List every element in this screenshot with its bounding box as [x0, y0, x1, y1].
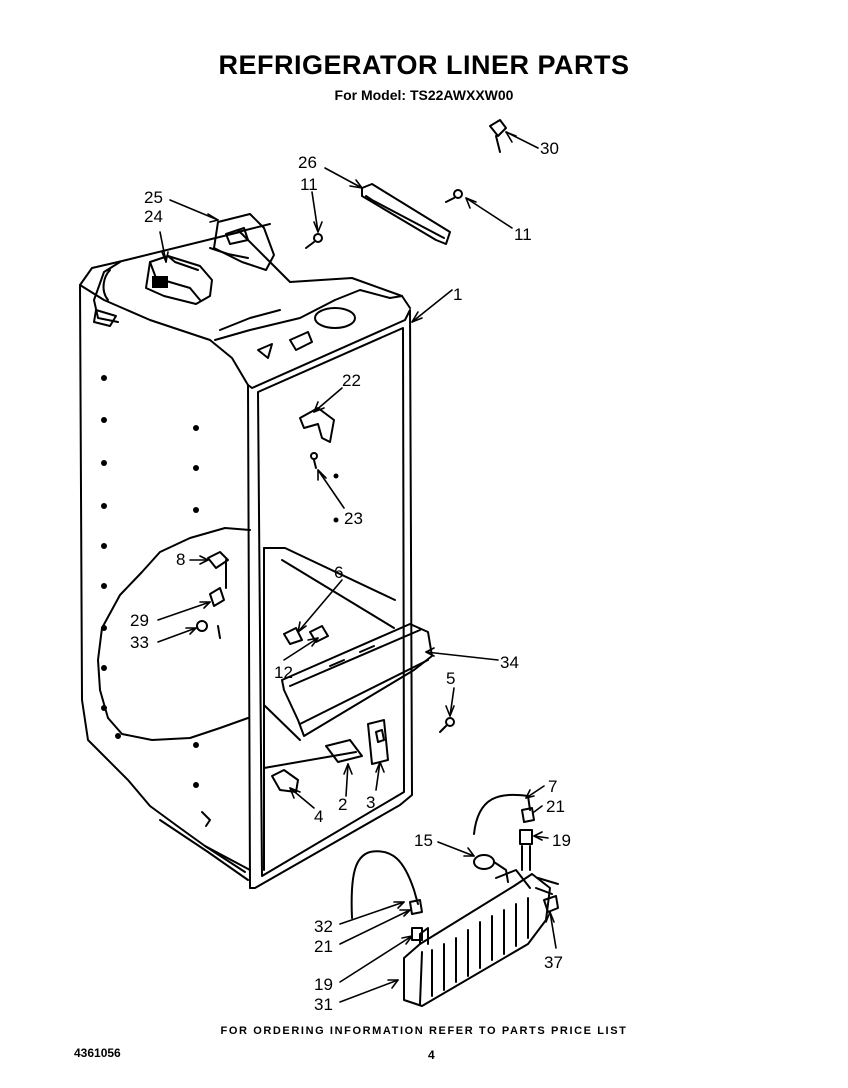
ordering-note: FOR ORDERING INFORMATION REFER TO PARTS … — [220, 1025, 628, 1037]
callout-33: 33 — [130, 633, 149, 652]
leader-lines — [157, 131, 557, 1003]
callout-19-left: 19 — [314, 975, 333, 994]
cover-34 — [281, 623, 433, 737]
liner-body — [79, 231, 413, 889]
callout-29: 29 — [130, 611, 149, 630]
callout-4: 4 — [314, 807, 323, 826]
fastener-8 — [207, 551, 229, 569]
bracket-3 — [367, 719, 389, 765]
grommet-33 — [196, 620, 221, 639]
part-15 — [473, 854, 509, 883]
callout-24: 24 — [144, 207, 163, 226]
control-housing-24 — [93, 255, 213, 327]
callout-31: 31 — [314, 995, 333, 1014]
retainer-12 — [283, 627, 303, 645]
callout-30: 30 — [540, 139, 559, 158]
screw-11-left — [305, 233, 323, 249]
callout-7: 7 — [548, 777, 557, 796]
model-subtitle: For Model: TS22AWXXW00 — [334, 87, 514, 103]
callout-11-left: 11 — [300, 175, 318, 194]
callout-21-right: 21 — [546, 797, 565, 816]
bracket-2 — [325, 739, 363, 763]
nut-21-left — [409, 899, 423, 915]
nut-21-right — [521, 807, 535, 823]
callout-8: 8 — [176, 550, 185, 569]
support-rail-26 — [361, 183, 451, 245]
callout-23: 23 — [344, 509, 363, 528]
connector-19-left — [411, 927, 423, 941]
screw-23 — [310, 452, 318, 469]
connector-19-right — [519, 829, 533, 871]
bracket-25 — [209, 213, 275, 271]
callout-34: 34 — [500, 653, 519, 672]
document-number: 4361056 — [74, 1046, 121, 1060]
bracket-22 — [299, 407, 335, 443]
clip-30 — [489, 119, 507, 153]
callout-5: 5 — [446, 669, 455, 688]
callout-26: 26 — [298, 153, 317, 172]
callout-15: 15 — [414, 831, 433, 850]
callout-21-left: 21 — [314, 937, 333, 956]
screw-11-right — [445, 189, 463, 203]
callout-6: 6 — [334, 563, 343, 582]
heater-31 — [403, 869, 559, 1007]
callout-19-right: 19 — [552, 831, 571, 850]
callout-1: 1 — [453, 285, 462, 304]
callout-11-right: 11 — [514, 225, 532, 244]
fastener-37 — [543, 895, 559, 913]
callout-22: 22 — [342, 371, 361, 390]
callout-32: 32 — [314, 917, 333, 936]
callout-3: 3 — [366, 793, 375, 812]
callout-12: 12 — [274, 663, 293, 682]
side-wall-holes — [101, 375, 339, 788]
wall-bulge-outline — [97, 527, 251, 741]
screw-5 — [439, 717, 455, 733]
page-title: REFRIGERATOR LINER PARTS — [218, 50, 630, 80]
callout-25: 25 — [144, 188, 163, 207]
screw-small — [201, 811, 211, 827]
callout-37: 37 — [544, 953, 563, 972]
wire-32 — [350, 850, 419, 919]
callout-labels: 1 26 11 11 30 25 24 22 23 8 6 29 33 12 3… — [130, 139, 571, 1014]
block-4 — [263, 751, 357, 793]
clip-29 — [209, 559, 227, 607]
page-number: 4 — [428, 1048, 435, 1062]
callout-2: 2 — [338, 795, 347, 814]
wire-7 — [473, 793, 531, 835]
